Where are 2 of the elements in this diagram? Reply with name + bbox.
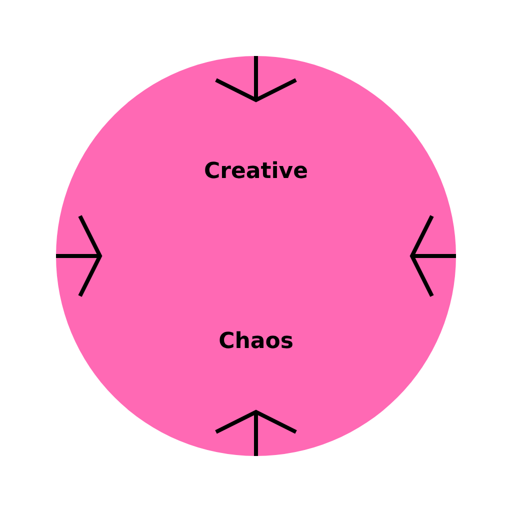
circle-text: Chaos xyxy=(218,328,294,356)
circle-text: Creative xyxy=(204,158,308,186)
